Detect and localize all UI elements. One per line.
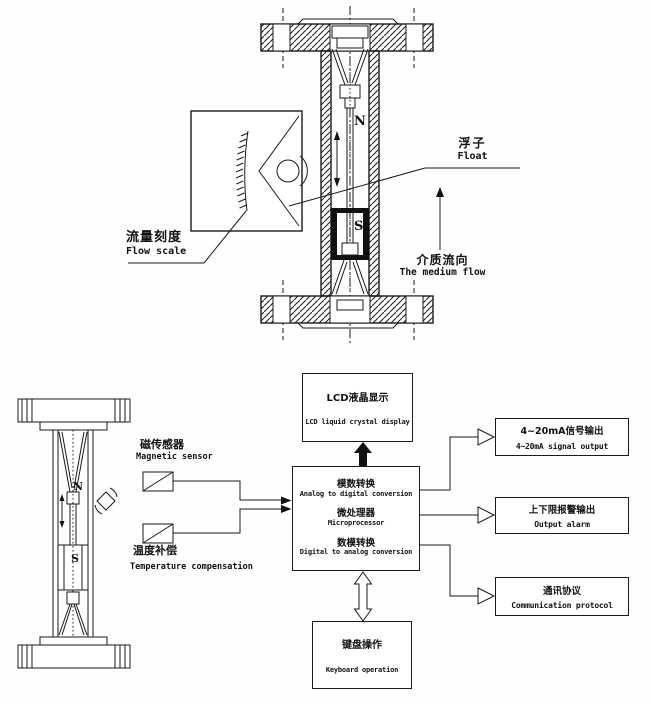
alarm-output-cn: 上下限报警输出: [528, 505, 596, 516]
mcu-row: 微处理器 Microprocessor: [327, 508, 385, 527]
sensor-to-cpu-lines: [173, 480, 292, 534]
cpu-to-output-lines: [420, 428, 496, 605]
microprocessor-block: 模数转换 Analog to digital conversion 微处理器 M…: [292, 466, 420, 571]
lcd-display-block: LCD液晶显示 LCD liquid crystal display: [302, 373, 413, 442]
medium-flow-label-en: The medium flow: [399, 266, 486, 278]
adc-row: 模数转换 Analog to digital conversion: [299, 479, 413, 498]
float-leader: [288, 167, 520, 207]
cpu-keyboard-double-arrow: [353, 571, 373, 622]
lcd-display-block-en: LCD liquid crystal display: [305, 418, 410, 427]
rotation-indicator: [94, 487, 118, 515]
medium-flow-label: 介质流向 The medium flow: [385, 253, 500, 279]
dac-label-cn: 数模转换: [336, 537, 375, 549]
cpu-to-lcd-arrow: [354, 442, 372, 466]
magnet-s-label-bottom: S: [71, 552, 79, 565]
rotameter-section-drawing: [128, 6, 520, 344]
alarm-output-block: 上下限报警输出 Output alarm: [495, 497, 629, 534]
keyboard-block-en: Keyboard operation: [325, 665, 399, 674]
lcd-display-block-cn: LCD液晶显示: [326, 392, 389, 404]
dac-label-en: Digital to analog conversion: [299, 548, 413, 557]
flow-scale-leader: [128, 210, 247, 264]
magnetic-sensor-label-cn: 磁传感器: [140, 438, 184, 451]
communication-protocol-block: 通讯协议 Communication protocol: [495, 577, 629, 616]
communication-protocol-en: Communication protocol: [511, 601, 613, 611]
medium-flow-label-cn: 介质流向: [416, 253, 469, 267]
adc-label-en: Analog to digital conversion: [299, 489, 413, 498]
alarm-output-en: Output alarm: [534, 520, 590, 529]
magnet-n-label-top: N: [354, 114, 366, 129]
dac-row: 数模转换 Digital to analog conversion: [299, 537, 413, 557]
float-label-en: Float: [457, 150, 488, 162]
temperature-compensation-label-en: Temperature compensation: [130, 562, 253, 572]
rotameter-outline-drawing: [17, 398, 131, 669]
keyboard-block-cn: 键盘操作: [342, 640, 382, 652]
magnet-s-label-top: S: [354, 219, 364, 234]
magnetic-sensor-label-en: Magnetic sensor: [136, 452, 213, 462]
temperature-compensation-label-cn: 温度补偿: [133, 544, 177, 557]
signal-output-en: 4~20mA signal output: [515, 441, 609, 451]
flow-scale-label-en: Flow scale: [126, 245, 187, 257]
signal-output-cn: 4~20mA信号输出: [520, 426, 604, 438]
signal-output-block: 4~20mA信号输出 4~20mA signal output: [495, 418, 629, 456]
mcu-label-cn: 微处理器: [336, 508, 375, 520]
flow-scale-label-cn: 流量刻度: [126, 230, 183, 245]
float-label: 浮子 Float: [425, 136, 520, 162]
keyboard-operation-block: 键盘操作 Keyboard operation: [312, 621, 412, 689]
magnet-n-label-bottom: N: [73, 480, 84, 493]
mcu-label-en: Microprocessor: [327, 518, 385, 527]
float-label-cn: 浮子: [458, 136, 487, 150]
flow-scale-dial: [190, 110, 308, 232]
flow-scale-label: 流量刻度 Flow scale: [126, 230, 187, 257]
communication-protocol-cn: 通讯协议: [542, 585, 581, 597]
medium-flow-arrow: [436, 187, 444, 250]
adc-label-cn: 模数转换: [336, 479, 375, 491]
sensor-icons: [142, 471, 174, 544]
